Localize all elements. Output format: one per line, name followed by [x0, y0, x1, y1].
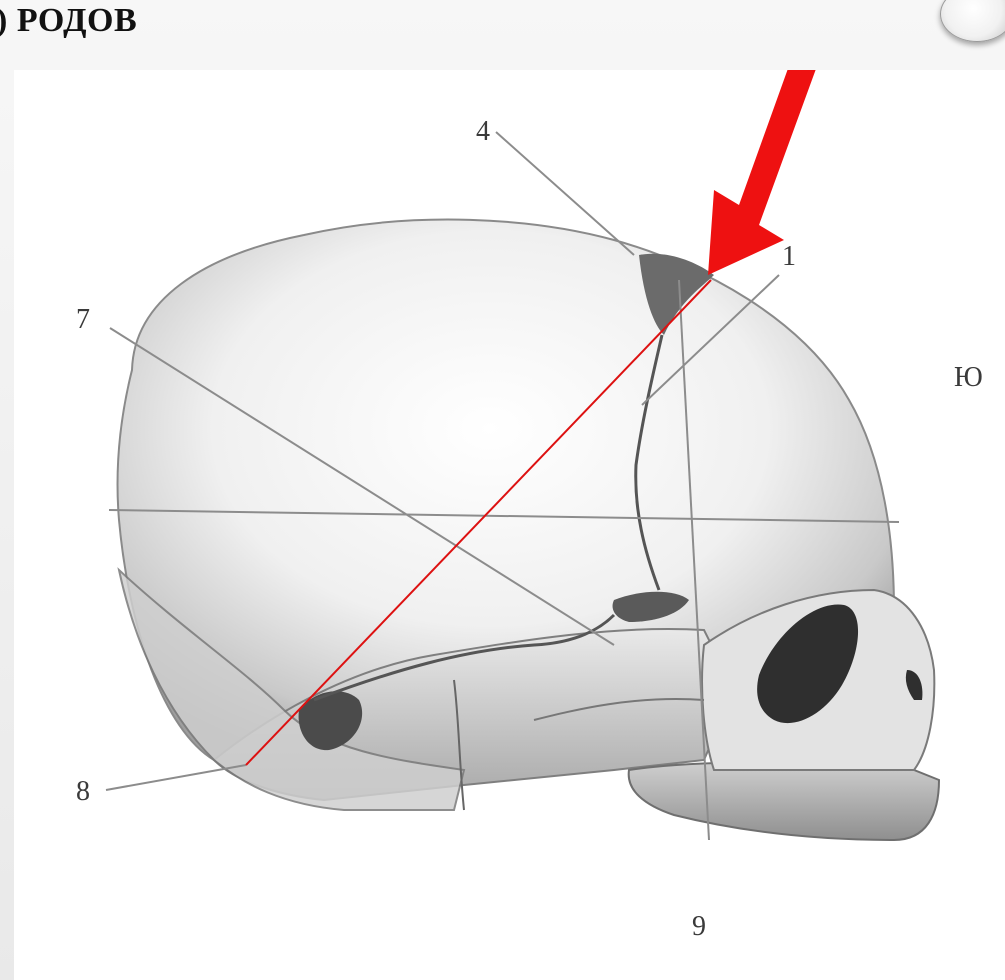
leader-line-8 [106, 765, 246, 790]
label-8: 8 [76, 776, 90, 807]
slide-title: ) РОДОВ [0, 2, 137, 40]
nav-button[interactable] [940, 0, 1005, 42]
label-9: 9 [692, 911, 706, 942]
skull-diagram: 1 4 7 8 9 Ю [14, 70, 1005, 980]
red-pointer-arrow [708, 70, 832, 275]
label-10: Ю [954, 362, 983, 393]
label-1: 1 [782, 241, 796, 272]
label-7: 7 [76, 304, 90, 335]
label-4: 4 [476, 116, 490, 147]
mandible [629, 763, 939, 841]
figure-panel: 1 4 7 8 9 Ю [14, 70, 1005, 980]
